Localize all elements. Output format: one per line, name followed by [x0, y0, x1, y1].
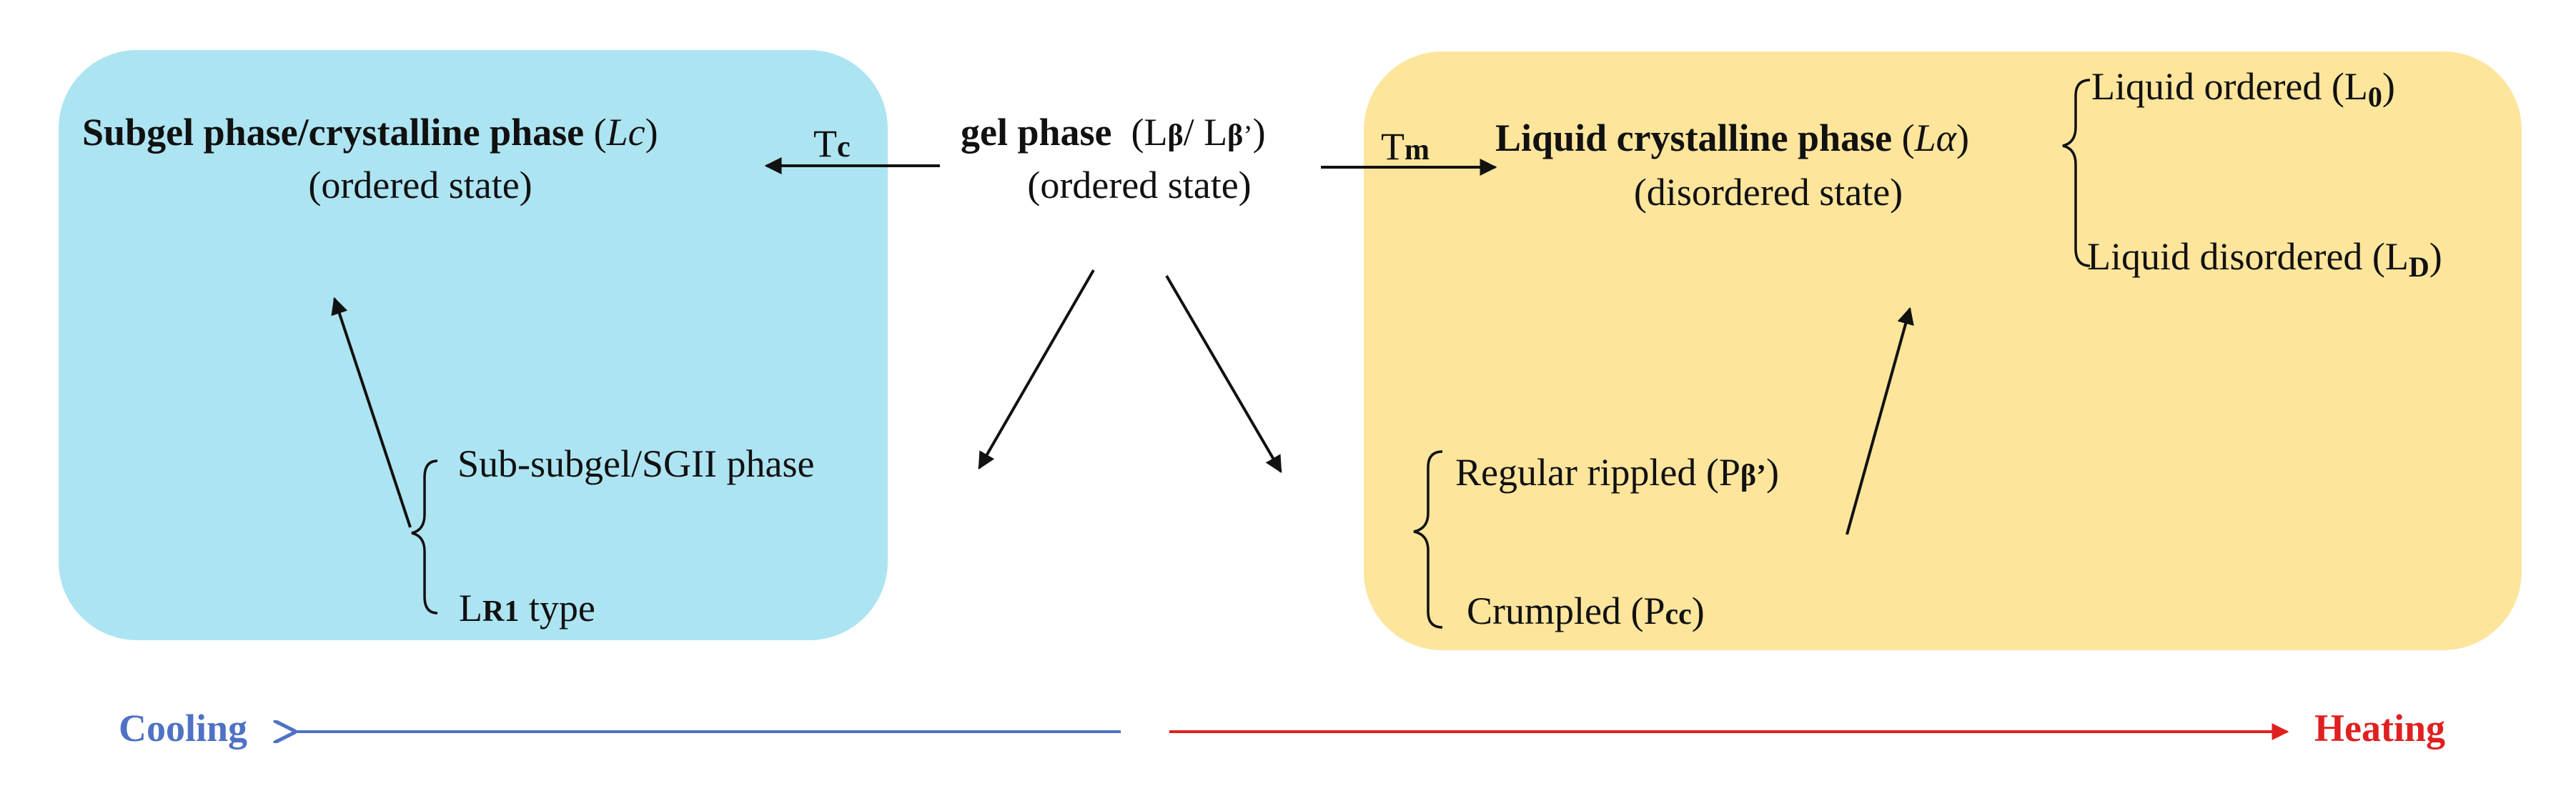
liquid-phase-title: Liquid crystalline phase (Lα) [1495, 116, 1969, 159]
arrow-rippled-to-liquid [1846, 307, 1914, 535]
brace-left-variants [411, 459, 438, 615]
regular-rippled-label: Regular rippled (Pβ’) [1455, 451, 1780, 494]
liquid-phase-state: (disordered state) [1633, 171, 1903, 214]
gel-phase-state: (ordered state) [1027, 164, 1252, 207]
gel-phase-title: gel phase (Lβ/ Lβ’) [961, 111, 1266, 154]
heating-label: Heating [2314, 707, 2445, 750]
arrow-subsubgel-to-subgel [331, 297, 412, 528]
lr1-type-label: LR1 type [459, 587, 595, 630]
cooling-label: Cooling [119, 707, 248, 750]
arrow-gel-to-left-variants [978, 269, 1095, 470]
arrow-gel-to-right-variants [1165, 274, 1282, 474]
tm-label: Tm [1381, 125, 1430, 168]
crumpled-label: Crumpled (Pcc) [1467, 589, 1705, 632]
tc-label: Tc [813, 122, 851, 165]
subgel-phase-state: (ordered state) [308, 164, 532, 207]
subsubgel-label: Sub-subgel/SGII phase [457, 442, 815, 485]
brace-right-variants [1413, 450, 1443, 629]
subgel-phase-title: Subgel phase/crystalline phase (Lc) [82, 111, 658, 154]
brace-liquid-states [2062, 79, 2091, 267]
liquid-disordered-label: Liquid disordered (LD) [2087, 235, 2442, 283]
liquid-region-box [1364, 51, 2522, 650]
subgel-region-box [59, 50, 888, 640]
liquid-ordered-label: Liquid ordered (L0) [2091, 65, 2395, 113]
